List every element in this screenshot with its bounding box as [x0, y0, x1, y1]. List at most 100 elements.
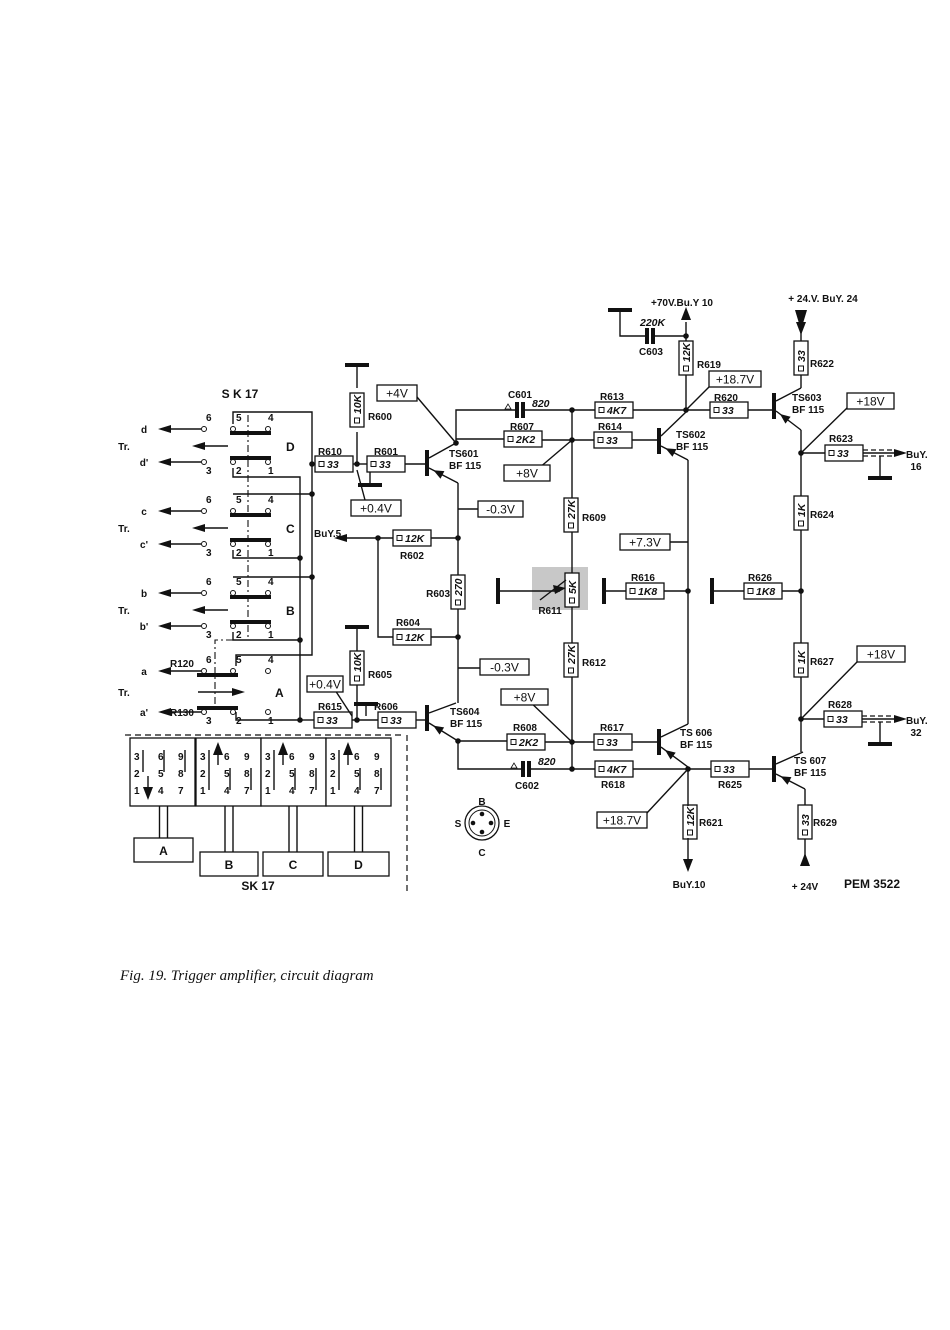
push-button-key [262, 851, 324, 877]
section-letter: C [286, 522, 295, 536]
pin-number: 1 [265, 786, 271, 797]
voltage-box [479, 658, 530, 676]
pin-number: 1 [268, 716, 274, 727]
resistor-body [563, 642, 579, 678]
resistor-value: 33 [379, 459, 391, 471]
resistor-ref: R626 [748, 573, 772, 584]
switch-panel-label: SK 17 [241, 879, 275, 893]
junction-dot [297, 637, 303, 643]
collector-lead [775, 387, 802, 402]
voltage-label: +7.3V [629, 536, 661, 550]
transistor-type: BF 115 [680, 740, 713, 751]
pin-number: 4 [289, 786, 295, 797]
resistor-marker-icon [827, 716, 834, 722]
voltage-label: +18V [867, 648, 895, 662]
resistor-value: 27K [566, 498, 578, 520]
pin-number: 5 [236, 577, 242, 588]
transistor-type: BF 115 [450, 719, 483, 730]
pin-number: 2 [236, 716, 242, 727]
contact-pin [265, 459, 271, 465]
supply-arrow-icon [681, 307, 691, 320]
output-label: c' [140, 540, 148, 551]
resistor-ref: R624 [810, 510, 834, 521]
trigger-label: Tr. [118, 688, 130, 699]
triangle-marker-icon [504, 403, 512, 410]
position-arrow-icon [343, 742, 353, 755]
pin-number: 3 [200, 752, 206, 763]
pin-number: 7 [309, 786, 315, 797]
emitter-arrow-icon [665, 448, 677, 457]
resistor-value: 33 [390, 715, 402, 727]
voltage-label: +8V [516, 467, 538, 481]
pin-number: 3 [265, 752, 271, 763]
pin-number: 5 [289, 769, 295, 780]
pin-label: S [455, 819, 462, 830]
voltage-box [596, 811, 648, 829]
terminal-label: 32 [910, 728, 922, 739]
pin-label: E [504, 819, 511, 830]
pin-number: 3 [206, 466, 212, 477]
key-label: A [159, 844, 168, 858]
output-arrow-icon [158, 589, 171, 597]
pin-number: 9 [309, 752, 315, 763]
resistor-ref: R615 [318, 702, 342, 713]
pin-number: 4 [354, 786, 360, 797]
capacitor-ref: C601 [508, 390, 532, 401]
resistor-ref: R623 [829, 434, 853, 445]
triangle-marker-icon [510, 762, 518, 769]
wire [334, 689, 353, 717]
resistor-ref: R616 [631, 573, 655, 584]
resistor-marker-icon [396, 634, 403, 640]
emitter-arrow-icon [433, 725, 445, 735]
junction-dot [453, 440, 459, 446]
voltage-box [500, 688, 549, 706]
resistor-value: 33 [722, 405, 734, 417]
junction-dot [354, 461, 360, 467]
contact-pin [230, 426, 236, 432]
resistor-marker-icon [798, 365, 804, 372]
pin-number: 6 [289, 752, 295, 763]
output-arrow-icon [894, 449, 907, 457]
resistor-value: 27K [566, 643, 578, 665]
junction-dot [685, 766, 691, 772]
push-button-key [327, 851, 390, 877]
junction-dot [798, 588, 804, 594]
resistor-ref: R607 [510, 422, 534, 433]
resistor-value: 12K [405, 632, 426, 644]
junction-dot [455, 634, 461, 640]
resistor-value: 4K7 [606, 405, 627, 417]
resistor-ref: R613 [600, 392, 624, 403]
contact-pin [201, 668, 207, 674]
pin-number: 6 [206, 413, 212, 424]
module-body [129, 737, 196, 807]
emitter-arrow-icon [433, 470, 445, 479]
pin-number: 6 [224, 752, 230, 763]
pin-number: 2 [236, 630, 242, 641]
module-body [325, 737, 392, 807]
resistor-value: 33 [326, 715, 338, 727]
resistor-value: 33 [836, 714, 848, 726]
collector-lead [660, 723, 689, 738]
resistor-marker-icon [396, 535, 403, 541]
resistor-ref: R614 [598, 422, 622, 433]
emitter-arrow-icon [780, 776, 792, 785]
resistor-value: 33 [606, 737, 618, 749]
trigger-label: Tr. [118, 606, 130, 617]
resistor-value: 33 [796, 350, 808, 362]
output-label: a [141, 667, 147, 678]
pin-number: 2 [236, 466, 242, 477]
position-arrow-icon [143, 787, 153, 800]
wire [685, 385, 711, 411]
collector-lead [660, 411, 687, 437]
contact-pin [230, 709, 236, 715]
terminal-label: BuY.5 [314, 529, 342, 540]
pin-number: 7 [244, 786, 250, 797]
